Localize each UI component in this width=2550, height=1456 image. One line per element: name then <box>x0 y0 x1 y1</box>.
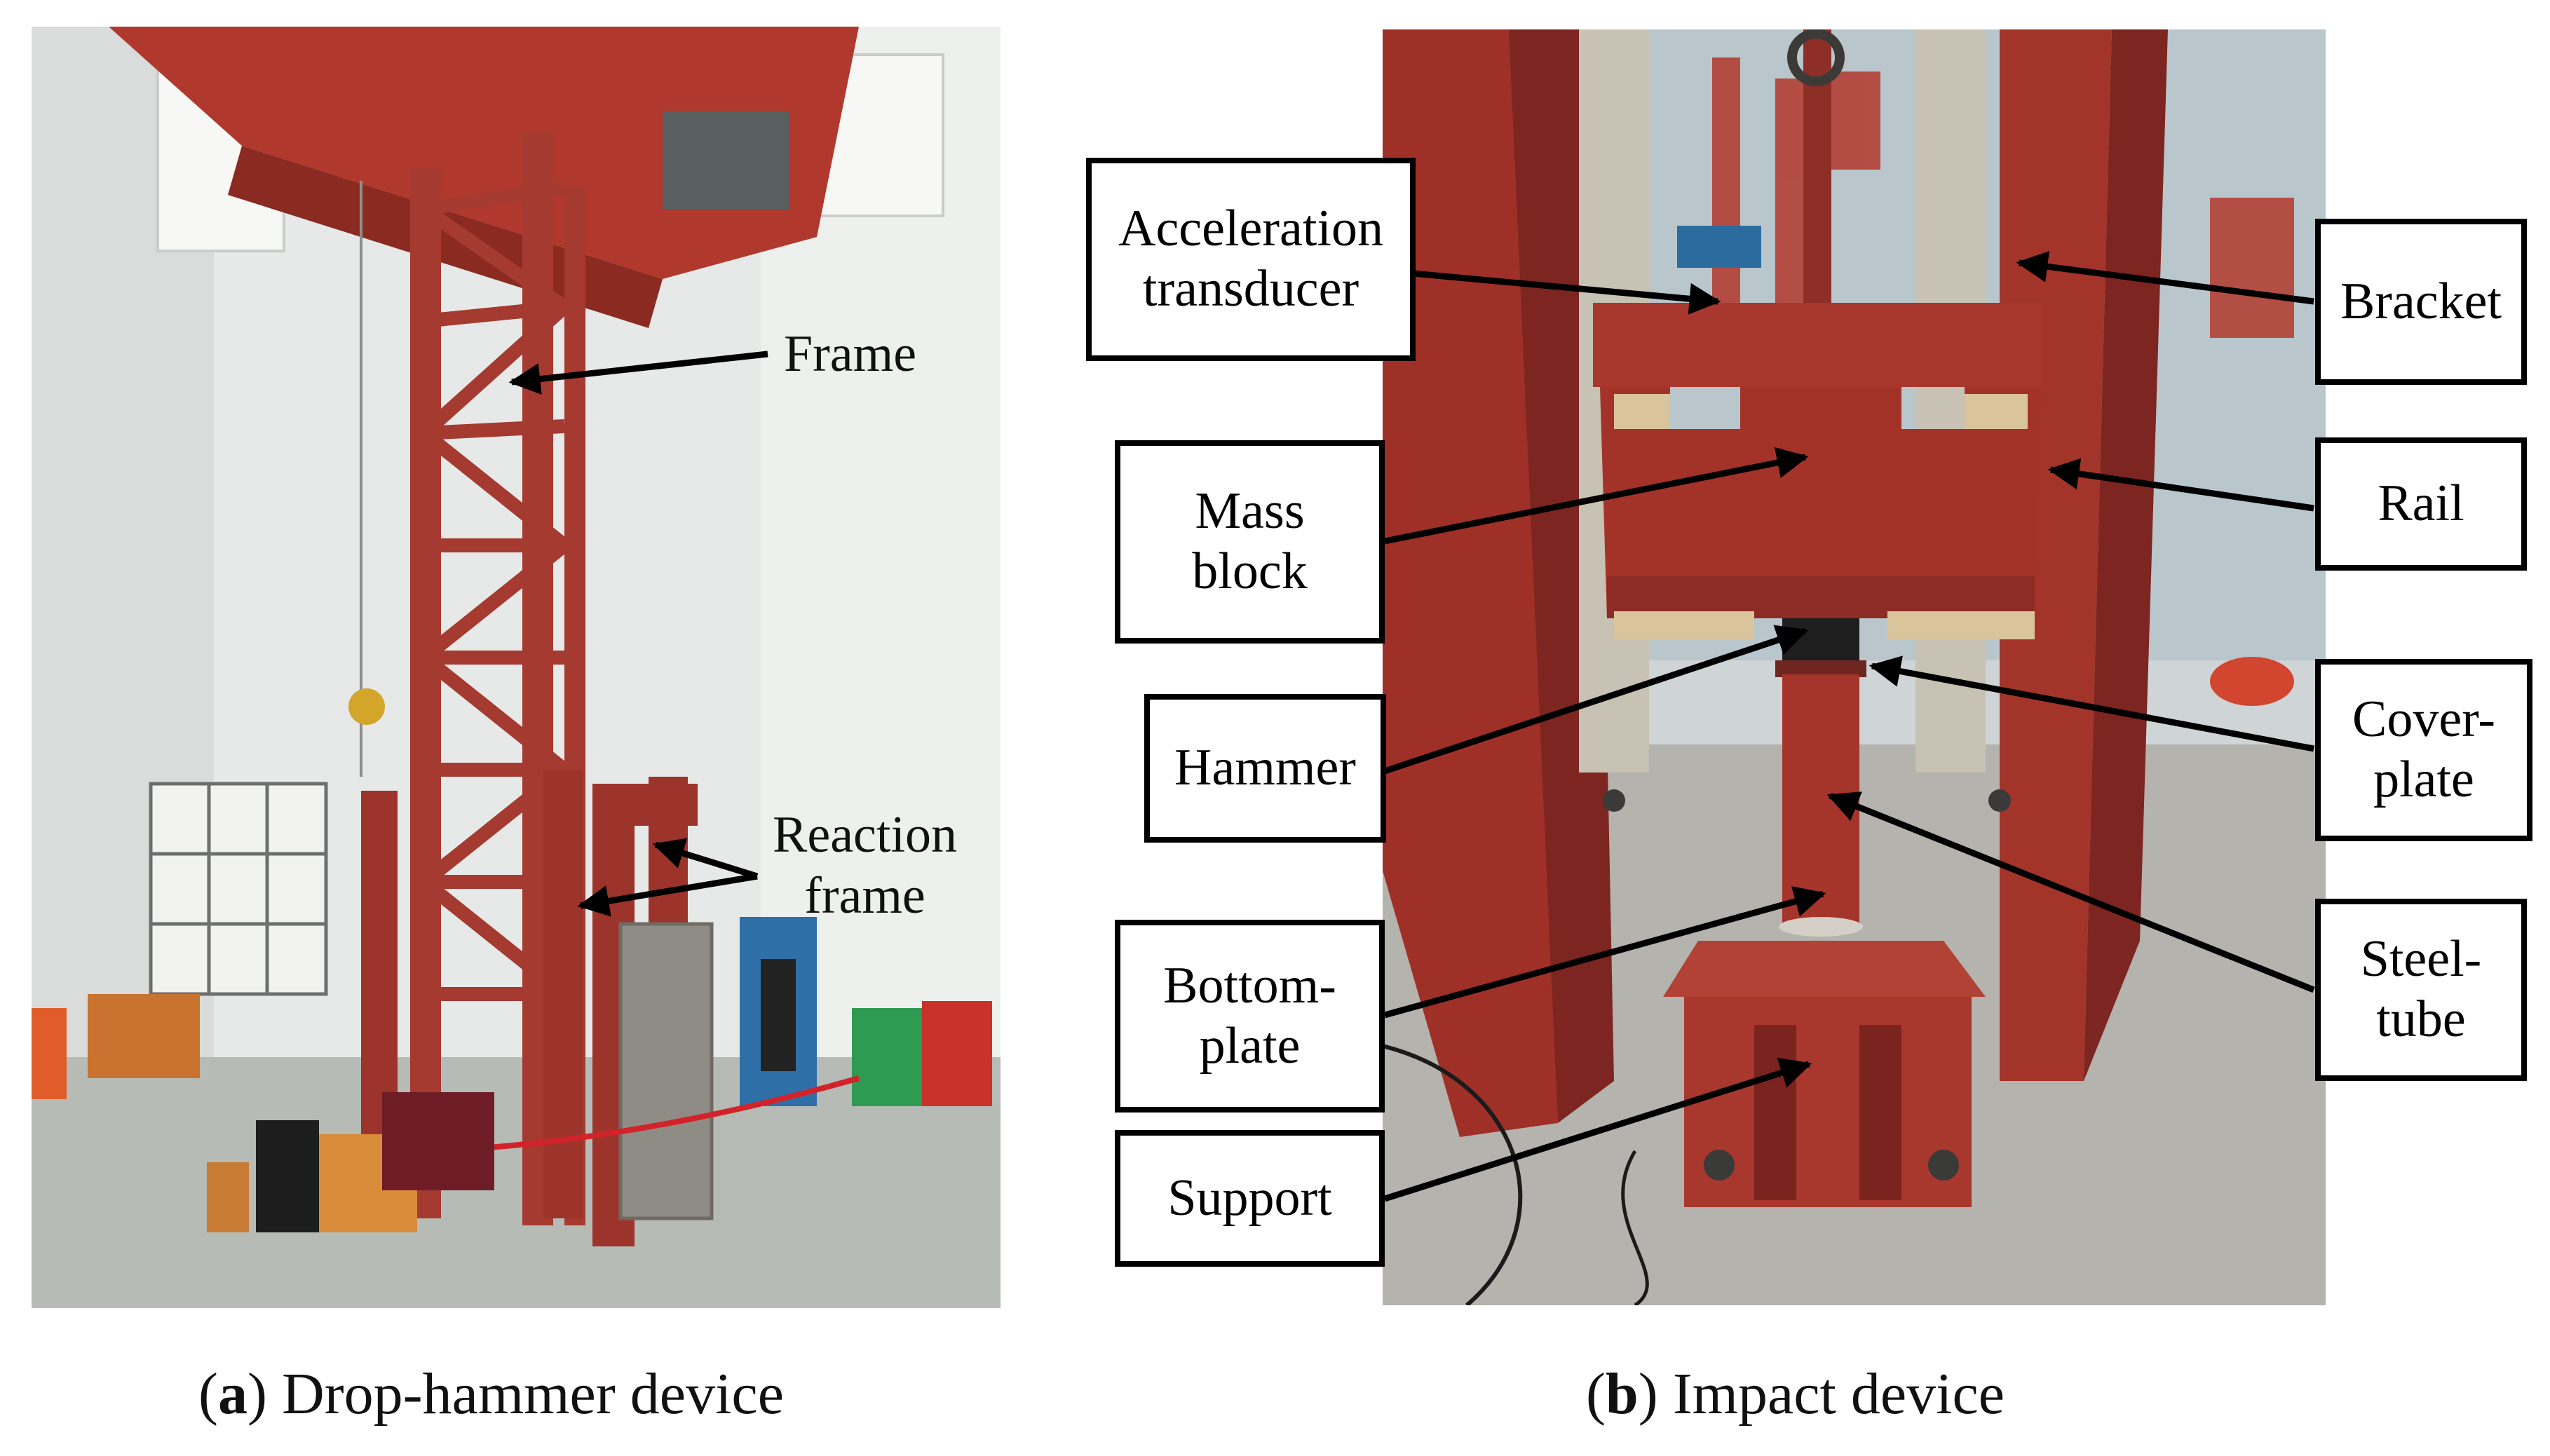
label-acceleration-transducer-line-1: Acceleration <box>1118 200 1383 258</box>
label-bracket: Bracket <box>2315 219 2527 385</box>
label-mass-block-line-2: block <box>1192 543 1308 600</box>
impact-device-photo <box>1383 29 2326 1305</box>
label-mass-block-line-1: Mass <box>1195 482 1305 540</box>
label-support: Support <box>1115 1130 1385 1267</box>
caption-b-letter: b <box>1605 1361 1639 1427</box>
label-rail-line-1: Rail <box>2378 475 2464 533</box>
drop-hammer-photo-illustration <box>32 27 1001 1308</box>
label-cover-plate-line-2: plate <box>2373 751 2474 808</box>
label-frame: Frame <box>784 324 916 385</box>
label-steel-tube-line-2: tube <box>2376 991 2466 1048</box>
label-bracket-line-1: Bracket <box>2340 272 2502 330</box>
label-rail: Rail <box>2315 437 2527 571</box>
label-reaction-frame-line-1: Reaction <box>773 806 958 864</box>
label-steel-tube-line-1: Steel- <box>2360 930 2482 988</box>
label-bottom-plate-line-1: Bottom- <box>1163 956 1336 1014</box>
label-frame-text: Frame <box>784 325 917 383</box>
caption-a-text: Drop-hammer device <box>281 1361 784 1427</box>
caption-b: (b) Impact device <box>1586 1361 2005 1427</box>
label-reaction-frame: Reaction frame <box>773 805 957 927</box>
label-acceleration-transducer-line-2: transducer <box>1142 260 1359 318</box>
label-mass-block: Mass block <box>1115 440 1385 644</box>
label-cover-plate: Cover- plate <box>2315 659 2532 841</box>
drop-hammer-photo <box>32 27 1001 1308</box>
label-reaction-frame-line-2: frame <box>804 867 925 925</box>
label-acceleration-transducer: Acceleration transducer <box>1086 158 1416 361</box>
caption-b-text: Impact device <box>1672 1361 2005 1427</box>
label-hammer: Hammer <box>1144 694 1386 843</box>
label-bottom-plate-line-2: plate <box>1199 1016 1301 1075</box>
caption-a-letter: a <box>217 1361 247 1427</box>
impact-device-photo-illustration <box>1383 29 2326 1305</box>
label-bottom-plate: Bottom- plate <box>1115 920 1385 1113</box>
label-hammer-line-1: Hammer <box>1174 739 1356 797</box>
label-cover-plate-line-1: Cover- <box>2352 690 2495 749</box>
label-support-line-1: Support <box>1167 1169 1332 1227</box>
label-steel-tube: Steel- tube <box>2315 899 2527 1081</box>
caption-a: (a) Drop-hammer device <box>198 1361 784 1427</box>
